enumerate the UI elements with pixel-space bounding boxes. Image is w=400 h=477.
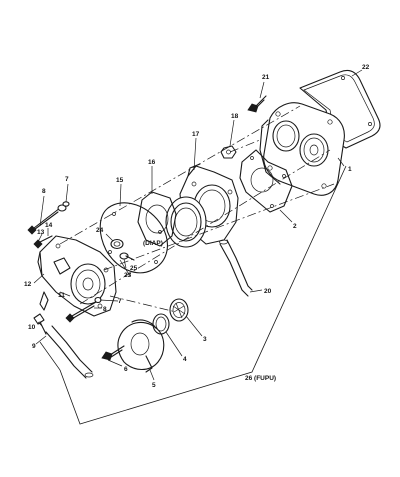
- ring-housing: [165, 196, 207, 248]
- bolt-8a: [27, 207, 61, 235]
- ring-4: [152, 313, 170, 335]
- callout-26-fupu: 26 (FUPU): [245, 375, 276, 382]
- cap-5: [117, 319, 165, 373]
- nut-18: [220, 145, 237, 159]
- callout-5: 5: [152, 382, 156, 389]
- washer-7a: [57, 201, 70, 212]
- callout-labels: 1 2 3 4 5 6 7 7 8 8 9 10 11 12 13 14 15 …: [24, 64, 370, 389]
- leader-lines: [33, 69, 363, 381]
- valve-10-11: [33, 313, 47, 335]
- callout-8-top: 8: [42, 188, 46, 195]
- callout-22: 22: [362, 64, 370, 71]
- callout-2: 2: [293, 223, 297, 230]
- callout-9: 9: [32, 343, 36, 350]
- gasket-2: [239, 149, 293, 213]
- callout-4: 4: [183, 356, 187, 363]
- callout-10: 10: [28, 324, 36, 331]
- pump-body-12: [37, 235, 117, 317]
- callout-14: 14: [45, 222, 53, 229]
- callout-8-lower: 8: [103, 306, 107, 313]
- callout-18: 18: [231, 113, 239, 120]
- callout-15: 15: [116, 177, 124, 184]
- callout-13: 13: [37, 229, 45, 236]
- callout-16: 16: [148, 159, 156, 166]
- callout-17: 17: [192, 131, 200, 138]
- alignment-lines: [59, 105, 335, 313]
- callout-11: 11: [58, 292, 65, 299]
- screw-6: [101, 345, 125, 361]
- callout-diap: (DIAP): [143, 240, 163, 247]
- screw-21: [247, 95, 267, 113]
- callout-6: 6: [124, 366, 128, 373]
- callout-3: 3: [203, 336, 207, 343]
- strainer-3: [169, 298, 189, 322]
- bolt-13-14: [33, 235, 53, 249]
- callout-23: 23: [124, 272, 132, 279]
- callout-1: 1: [348, 166, 352, 173]
- callout-24: 24: [96, 227, 104, 234]
- gasket-16: [137, 191, 177, 247]
- callout-21: 21: [262, 74, 270, 81]
- diaphragm-15: [99, 202, 168, 274]
- hose-9: [45, 325, 94, 379]
- callout-7-top: 7: [65, 176, 69, 183]
- valve-23-24-25: [110, 238, 135, 261]
- fupu-bracket: [39, 165, 347, 425]
- callout-12: 12: [24, 281, 32, 288]
- hose-20: [219, 239, 253, 297]
- screw-8b: [65, 296, 102, 323]
- callout-20: 20: [264, 288, 272, 295]
- callout-7-lower: 7: [118, 298, 122, 305]
- cover-gasket-22: [299, 69, 381, 149]
- cover-plate-1: [259, 102, 345, 196]
- callout-25: 25: [130, 265, 138, 272]
